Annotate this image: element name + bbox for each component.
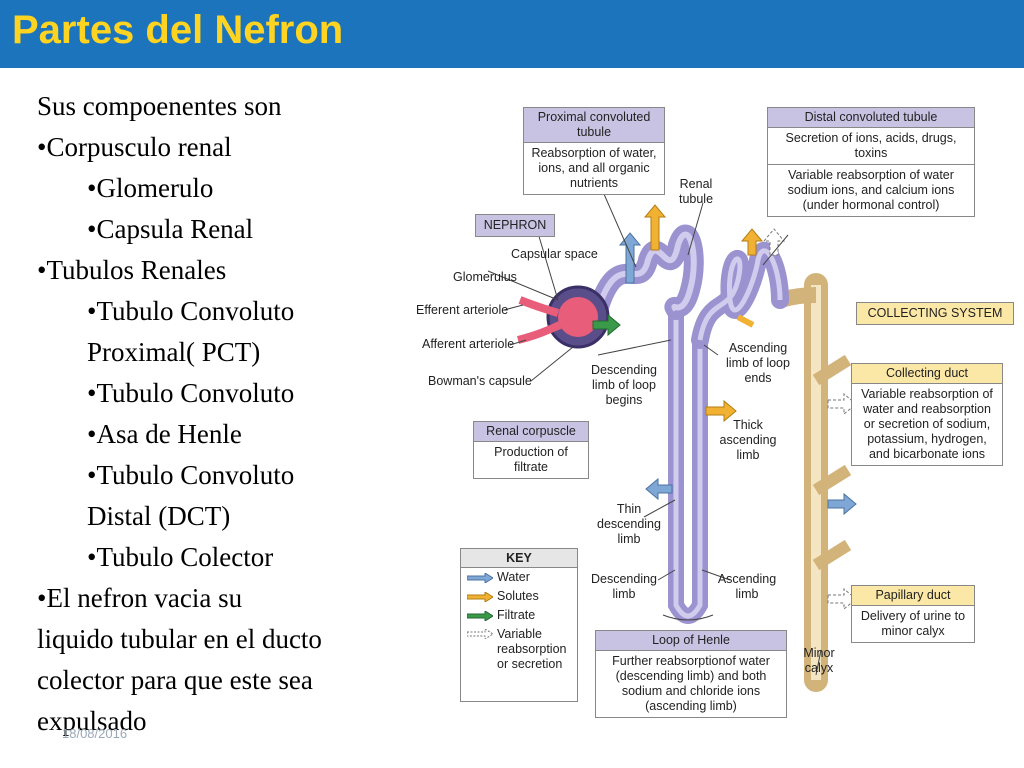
minor-calyx-label: Minor calyx bbox=[803, 646, 835, 675]
renal-corpuscle-title: Renal corpuscle bbox=[474, 422, 588, 442]
afferent-arteriole-label: Afferent arteriole bbox=[422, 337, 515, 351]
thick-ascending-limb-label: Thick ascending limb bbox=[719, 418, 777, 462]
capsular-space-label: Capsular space bbox=[511, 247, 598, 261]
solutes-arrow-icon bbox=[467, 592, 493, 602]
footer-date: 18/08/2016 bbox=[62, 726, 128, 741]
afferent-arteriole-shape bbox=[517, 321, 562, 344]
pct-box: Proximal convoluted tubule Reabsorption … bbox=[523, 107, 665, 195]
ascending-limb-label: Ascending limb bbox=[717, 572, 777, 601]
loop-of-henle-shape bbox=[668, 302, 708, 624]
renal-corpuscle-box: Renal corpuscle Production of filtrate bbox=[473, 421, 589, 479]
key-legend: KEY Water Solutes Filtrate Variable reab… bbox=[460, 548, 578, 702]
filtrate-arrow-icon bbox=[467, 611, 493, 621]
dct-body-1: Secretion of ions, acids, drugs, toxins bbox=[768, 128, 974, 165]
key-label: Variable reabsorption or secretion bbox=[497, 627, 567, 671]
key-label: Filtrate bbox=[497, 608, 536, 622]
collecting-system-tag: COLLECTING SYSTEM bbox=[856, 302, 1014, 325]
loop-of-henle-title: Loop of Henle bbox=[596, 631, 786, 651]
list-item: •Glomerulo bbox=[87, 173, 214, 203]
glomerulus-label: Glomerulus bbox=[453, 270, 517, 284]
page-title: Partes del Nefron bbox=[12, 8, 344, 52]
ascending-limb-ends-label: Ascending limb of loop ends bbox=[726, 341, 790, 385]
list-item: •Capsula Renal bbox=[87, 214, 254, 244]
variable-arrow-icon bbox=[467, 629, 493, 639]
key-label: Water bbox=[497, 570, 530, 584]
list-item: Distal (DCT) bbox=[87, 501, 231, 531]
renal-tubule-label: Renal tubule bbox=[678, 177, 714, 206]
list-item: •Corpusculo renal bbox=[37, 132, 232, 162]
papillary-duct-title: Papillary duct bbox=[852, 586, 974, 606]
list-item: •Tubulos Renales bbox=[37, 255, 227, 285]
key-item-water: Water bbox=[461, 568, 577, 587]
list-item: •Tubulo Convoluto bbox=[87, 296, 295, 326]
dct-title: Distal convoluted tubule bbox=[768, 108, 974, 128]
dct-box: Distal convoluted tubule Secretion of io… bbox=[767, 107, 975, 217]
key-label: Solutes bbox=[497, 589, 539, 603]
collecting-duct-box: Collecting duct Variable reabsorption of… bbox=[851, 363, 1003, 466]
efferent-arteriole-shape bbox=[518, 296, 560, 317]
collecting-system-label: COLLECTING SYSTEM bbox=[867, 306, 1003, 320]
nephron-tag: NEPHRON bbox=[475, 214, 555, 237]
loop-of-henle-box: Loop of Henle Further reabsorptionof wat… bbox=[595, 630, 787, 718]
papillary-duct-body: Delivery of urine to minor calyx bbox=[860, 609, 966, 638]
nephron-label: NEPHRON bbox=[483, 218, 547, 232]
list-item: colector para que este sea bbox=[37, 665, 313, 695]
collecting-duct-title: Collecting duct bbox=[852, 364, 1002, 384]
list-item: •El nefron vacia su bbox=[37, 583, 243, 613]
list-item: •Asa de Henle bbox=[87, 419, 242, 449]
key-title: KEY bbox=[461, 549, 577, 568]
descending-limb-label: Descending limb bbox=[590, 572, 657, 601]
nephron-drawing bbox=[487, 168, 857, 692]
dct-body-2: Variable reabsorption of water sodium io… bbox=[787, 168, 955, 212]
water-arrow-icon bbox=[467, 573, 493, 583]
key-item-solutes: Solutes bbox=[461, 587, 577, 606]
papillary-duct-box: Papillary duct Delivery of urine to mino… bbox=[851, 585, 975, 643]
nephron-diagram: Proximal convoluted tubule Reabsorption … bbox=[408, 95, 1018, 737]
list-item: Proximal( PCT) bbox=[87, 337, 261, 367]
pct-body: Reabsorption of water, ions, and all org… bbox=[531, 146, 657, 190]
descending-limb-begins-label: Descending limb of loop begins bbox=[590, 363, 657, 407]
list-item: •Tubulo Colector bbox=[87, 542, 274, 572]
key-item-filtrate: Filtrate bbox=[461, 606, 577, 625]
collecting-duct-body: Variable reabsorption of water and reabs… bbox=[861, 387, 993, 461]
list-item: •Tubulo Convoluto bbox=[87, 460, 295, 490]
list-item: expulsado bbox=[37, 706, 147, 736]
key-item-variable: Variable reabsorption or secretion bbox=[461, 625, 577, 672]
list-item: •Tubulo Convoluto bbox=[87, 378, 295, 408]
efferent-arteriole-label: Efferent arteriole bbox=[416, 303, 509, 317]
thin-descending-limb-label: Thin descending limb bbox=[597, 502, 661, 546]
loop-of-henle-body: Further reabsorptionof water (descending… bbox=[612, 654, 770, 713]
title-bar: Partes del Nefron bbox=[0, 0, 1024, 68]
pct-title: Proximal convoluted tubule bbox=[524, 108, 664, 143]
renal-corpuscle-body: Production of filtrate bbox=[494, 445, 568, 474]
list-intro: Sus compoenentes son bbox=[37, 91, 282, 121]
list-item: liquido tubular en el ducto bbox=[37, 624, 322, 654]
bowmans-capsule-label: Bowman's capsule bbox=[428, 374, 532, 388]
bullet-list: Sus compoenentes son •Corpusculo renal •… bbox=[37, 86, 407, 742]
